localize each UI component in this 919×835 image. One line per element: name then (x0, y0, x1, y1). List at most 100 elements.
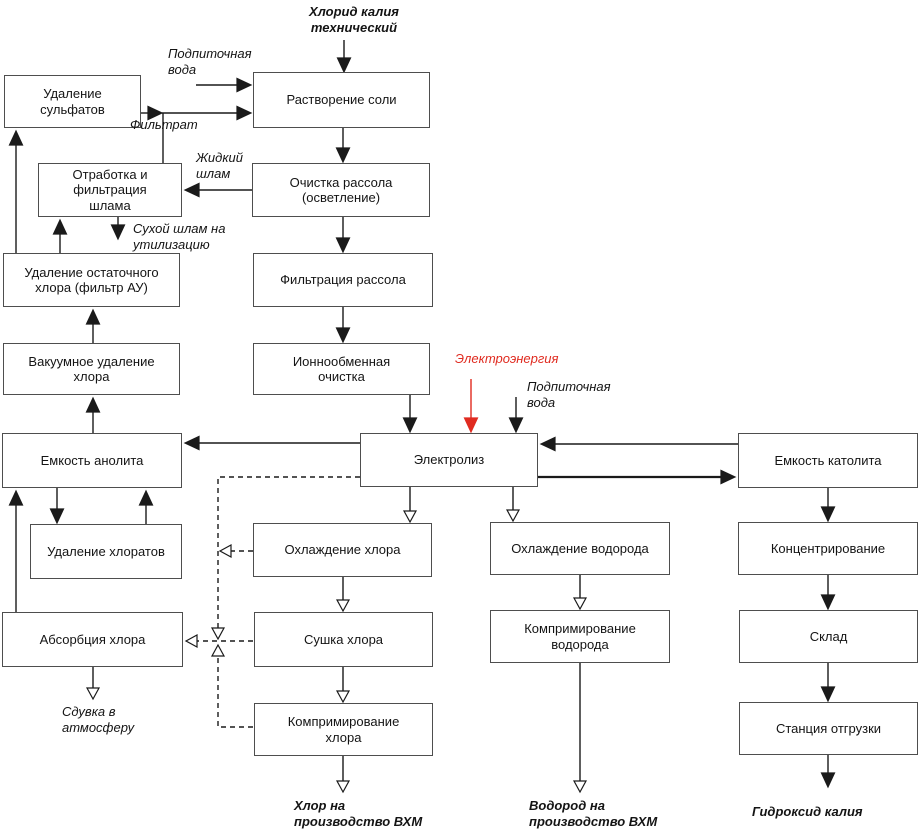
arrowhead-filled (236, 77, 253, 93)
edge-electroliz-to-katolit (538, 469, 737, 485)
arrowhead-filled (820, 772, 836, 789)
edge-chloraty-to-anolit (138, 489, 154, 524)
arrowhead-hollow (335, 780, 351, 794)
edge-absorbcia-sduvka (85, 667, 101, 701)
edge-filtr-au-to-sulfaty (8, 129, 24, 253)
node-emkost-anolita: Емкость анолита (2, 433, 182, 488)
node-udalenie-chloratov: Удаление хлоратов (30, 524, 182, 579)
edge-electroliz-to-anolit (183, 435, 360, 451)
node-emkost-katolita: Емкость католита (738, 433, 918, 488)
arrowhead-filled (52, 218, 68, 235)
node-ohlazhdenie-vodoroda: Охлаждение водорода (490, 522, 670, 575)
edge-ohl-chlora-to-sushka (335, 577, 351, 613)
edge-katolit-to-electroliz (539, 436, 738, 452)
arrowhead-hollow (505, 509, 521, 523)
arrowhead-filled (8, 489, 24, 506)
edge-electroliz-to-ohl-vodoroda (505, 487, 521, 523)
arrowhead-hollow (218, 543, 232, 559)
annotation-podpit-voda-2: Подпиточная вода (527, 379, 611, 410)
edge-rastvorenie-to-ochistka (335, 128, 351, 164)
annotation-electroenergia: Электроэнергия (455, 351, 559, 366)
edge-anolit-to-chloraty (49, 488, 65, 525)
edge-sushka-to-komprim-chlora (335, 667, 351, 704)
edge-filtr-au-to-otrabotka (52, 218, 68, 253)
node-sklad: Склад (739, 610, 918, 663)
edge-anolit-to-vakuum (85, 396, 101, 433)
edge-sklad-to-stancia (820, 663, 836, 703)
node-udalenie-ost-chlora: Удаление остаточного хлора (фильтр АУ) (3, 253, 180, 307)
arrowhead-filled (820, 594, 836, 611)
arrowhead-hollow (335, 690, 351, 704)
node-udalenie-sulfatov: Удаление сульфатов (4, 75, 141, 128)
node-rastvorenie-soli: Растворение соли (253, 72, 430, 128)
edge-otrabotka-suhoy-shlam (110, 217, 126, 241)
annotation-podpit-voda-1: Подпиточная вода (168, 46, 252, 77)
arrowhead-filled (85, 308, 101, 325)
edge-voda2-to-electroliz (508, 397, 524, 434)
annotation-chlor-vhm: Хлор на производство ВХМ (294, 798, 423, 829)
node-vakuumnoe-udalenie: Вакуумное удаление хлора (3, 343, 180, 395)
edge-stancia-to-gidroksid (820, 755, 836, 789)
edge-sulfaty-to-junction (141, 105, 164, 121)
arrowhead-filled (720, 469, 737, 485)
annotation-filtrat: Фильтрат (130, 117, 198, 132)
arrowhead-filled (110, 224, 126, 241)
arrowhead-filled (138, 489, 154, 506)
node-ochistka-rassola: Очистка рассола (осветление) (252, 163, 430, 217)
annotation-suhoy-shlam: Сухой шлам на утилизацию (133, 221, 226, 252)
arrowhead-filled (336, 57, 352, 74)
annotation-chlorid-kalia: Хлорид калия технический (309, 4, 399, 35)
edge-vakuum-to-filtr-au (85, 308, 101, 343)
edge-ohl-vodoroda-to-komprim (572, 575, 588, 611)
arrowhead-hollow (210, 643, 226, 657)
arrowhead-hollow (335, 599, 351, 613)
annotation-vodorod-vhm: Водород на производство ВХМ (529, 798, 658, 829)
edge-junction-to-rastvorenie (162, 105, 253, 121)
edge-kcl-to-rastvorenie (336, 40, 352, 74)
arrowhead-filled (183, 182, 200, 198)
node-komprimirovanie-chlora: Компримирование хлора (254, 703, 433, 756)
node-stancia-otgruzki: Станция отгрузки (739, 702, 918, 755)
node-komprimirovanie-vodoroda: Компримирование водорода (490, 610, 670, 663)
edge-ochistka-to-otrabotka (183, 182, 252, 198)
arrowhead-filled (539, 436, 556, 452)
arrowhead-filled (335, 147, 351, 164)
arrowhead-filled (85, 396, 101, 413)
arrowhead-hollow (572, 597, 588, 611)
annotation-gidroksid-kalia: Гидроксид калия (752, 804, 863, 819)
annotation-sduvka: Сдувка в атмосферу (62, 704, 135, 735)
edge-katolit-to-koncentr (820, 488, 836, 523)
arrowhead-hollow (210, 627, 226, 641)
annotation-zhidkiy-shlam: Жидкий шлам (196, 150, 243, 181)
node-ohlazhdenie-chlora: Охлаждение хлора (253, 523, 432, 577)
arrowhead-filled (335, 237, 351, 254)
edge-komprim-chlora-dash-vent (210, 643, 253, 728)
node-ionoobmennaya-ochistka: Ионнообменная очистка (253, 343, 430, 395)
edge-voda1-to-rastvorenie (196, 77, 253, 93)
node-koncentrirovanie: Концентрирование (738, 522, 918, 575)
node-otrabotka-shlama: Отработка и фильтрация шлама (38, 163, 182, 217)
edge-ionoobmen-to-electroliz (402, 395, 418, 434)
edge-ohl-chlora-dash-vent (218, 543, 253, 559)
edge-electroliz-dash-vent (210, 476, 360, 641)
arrowhead-filled (236, 105, 253, 121)
node-sushka-chlora: Сушка хлора (254, 612, 433, 667)
node-absorbcia-chlora: Абсорбция хлора (2, 612, 183, 667)
arrowhead-filled (820, 506, 836, 523)
arrowhead-filled (402, 417, 418, 434)
node-filtracia-rassola: Фильтрация рассола (253, 253, 433, 307)
arrowhead-hollow (572, 780, 588, 794)
arrowhead-filled (463, 417, 479, 434)
arrowhead-filled (335, 327, 351, 344)
edge-komprim-chlora-to-chlor-vhm (335, 756, 351, 794)
node-electroliz: Электролиз (360, 433, 538, 487)
arrowhead-filled (8, 129, 24, 146)
edge-komprim-vodoroda-to-vhm (572, 663, 588, 794)
edge-filtracia-to-ionoobmen (335, 307, 351, 344)
edge-sushka-dash-to-absorbcia (184, 633, 253, 649)
edge-energia-to-electroliz (463, 379, 479, 434)
arrowhead-filled (49, 508, 65, 525)
arrowhead-filled (508, 417, 524, 434)
